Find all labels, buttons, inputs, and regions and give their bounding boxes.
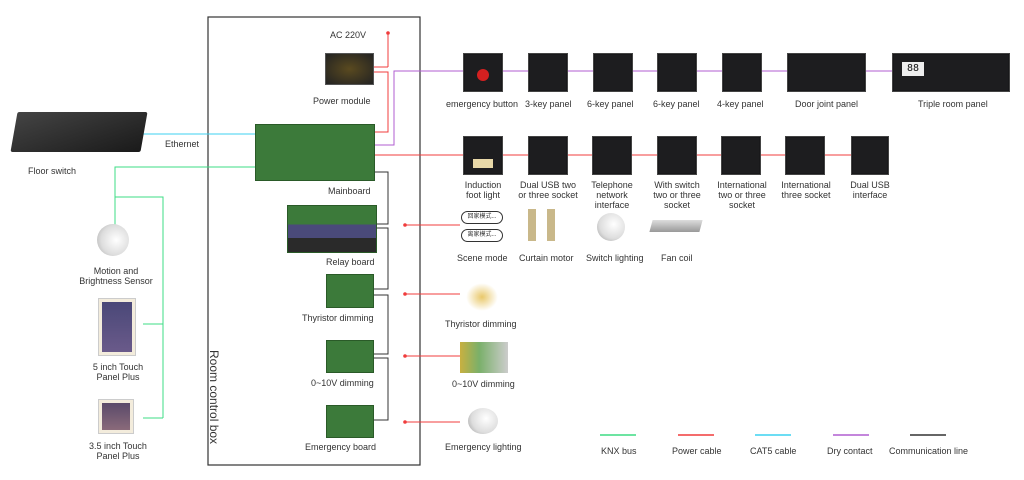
legend-label-cat5: CAT5 cable <box>750 446 797 456</box>
touch-panel-35-label: 3.5 inch Touch Panel Plus <box>89 441 147 461</box>
six-key-panel-b <box>657 53 697 92</box>
scene-button-home[interactable]: 回家模式... <box>461 211 503 224</box>
socket-label-1: Dual USB two or three socket <box>518 180 578 200</box>
relay-load-label-1: Curtain motor <box>519 253 574 263</box>
room-control-box-border <box>207 16 421 466</box>
sensor-label: Motion and Brightness Sensor <box>79 266 153 286</box>
induction-foot-light-device <box>463 136 503 175</box>
panel-label-5: Door joint panel <box>795 99 859 109</box>
curtain-motor-left <box>528 209 536 241</box>
fan-coil-device <box>649 220 703 232</box>
thyristor-board-label: Thyristor dimming <box>302 313 374 323</box>
touch-panel-5-device <box>98 298 136 356</box>
emergency-board-device <box>326 405 374 438</box>
knx-bus-line <box>114 166 258 225</box>
ac-power-terminal <box>386 31 390 35</box>
scene-button-away[interactable]: 离家模式... <box>461 229 503 242</box>
international-socket-b-device <box>785 136 825 175</box>
touch-panel-5-label: 5 inch Touch Panel Plus <box>92 362 144 382</box>
four-key-panel <box>722 53 762 92</box>
power-module-device <box>325 53 374 85</box>
legend-label-comm: Communication line <box>889 446 969 456</box>
socket-label-0: Induction foot light <box>464 180 502 200</box>
panel-label-3: 6-key panel <box>653 99 700 109</box>
dim010-board-device <box>326 340 374 373</box>
emergency-button-icon <box>477 69 489 81</box>
panel-label-6: Triple room panel <box>918 99 988 109</box>
power-module-label: Power module <box>313 96 371 106</box>
thyristor-load-label: Thyristor dimming <box>445 319 517 329</box>
relay-load-label-0: Scene mode <box>457 253 508 263</box>
relay-board-label: Relay board <box>326 257 375 267</box>
motion-sensor-device <box>97 224 129 256</box>
door-joint-panel <box>787 53 866 92</box>
dim010-load-label: 0~10V dimming <box>452 379 515 389</box>
emergency-load-label: Emergency lighting <box>445 442 522 452</box>
panel-label-2: 6-key panel <box>587 99 634 109</box>
dual-usb-socket-device <box>528 136 568 175</box>
relay-load-label-3: Fan coil <box>661 253 693 263</box>
relay-load-label-2: Switch lighting <box>586 253 644 263</box>
dim010-board-label: 0~10V dimming <box>311 378 374 388</box>
relay-board-device <box>287 205 377 253</box>
socket-label-2: Telephone network interface <box>591 180 633 210</box>
socket-label-5: International three socket <box>781 180 831 200</box>
panel-label-1: 3-key panel <box>525 99 572 109</box>
panel-label-4: 4-key panel <box>717 99 764 109</box>
legend-label-knx: KNX bus <box>601 446 637 456</box>
power-to-mainboard <box>372 71 389 133</box>
chandelier-icon <box>466 283 498 311</box>
switch-lighting-bulb-icon <box>597 213 625 241</box>
legend-label-dry: Dry contact <box>827 446 873 456</box>
telephone-network-device <box>592 136 632 175</box>
mainboard-device <box>255 124 375 181</box>
emergency-button-panel <box>463 53 503 92</box>
ac-220v-label: AC 220V <box>330 30 367 40</box>
curtain-motor-right <box>547 209 555 241</box>
switch-socket-device <box>657 136 697 175</box>
floor-switch-device <box>10 112 148 152</box>
legend-label-power: Power cable <box>672 446 722 456</box>
floor-switch-label: Floor switch <box>28 166 77 176</box>
dual-usb-interface-device <box>851 136 889 175</box>
ethernet-label: Ethernet <box>165 139 200 149</box>
communication-line <box>370 171 389 225</box>
room-control-box-label: Room control box <box>207 350 221 445</box>
dim010-scene-image <box>460 342 508 373</box>
international-socket-a-device <box>721 136 761 175</box>
thyristor-board-device <box>326 274 374 308</box>
emergency-board-label: Emergency board <box>305 442 377 452</box>
dry-contact-line <box>372 70 530 146</box>
mainboard-label: Mainboard <box>328 186 371 196</box>
socket-label-3: With switch two or three socket <box>653 180 701 210</box>
six-key-panel-a <box>593 53 633 92</box>
socket-label-6: Dual USB interface <box>850 180 890 200</box>
triple-panel-display: 88 <box>902 62 924 76</box>
socket-label-4: International two or three socket <box>717 180 767 210</box>
emergency-lighting-bulb-icon <box>468 408 498 434</box>
triple-room-panel: 88 <box>892 53 1010 92</box>
touch-panel-35-device <box>98 399 134 434</box>
panel-label-0: emergency button <box>446 99 519 109</box>
three-key-panel <box>528 53 568 92</box>
